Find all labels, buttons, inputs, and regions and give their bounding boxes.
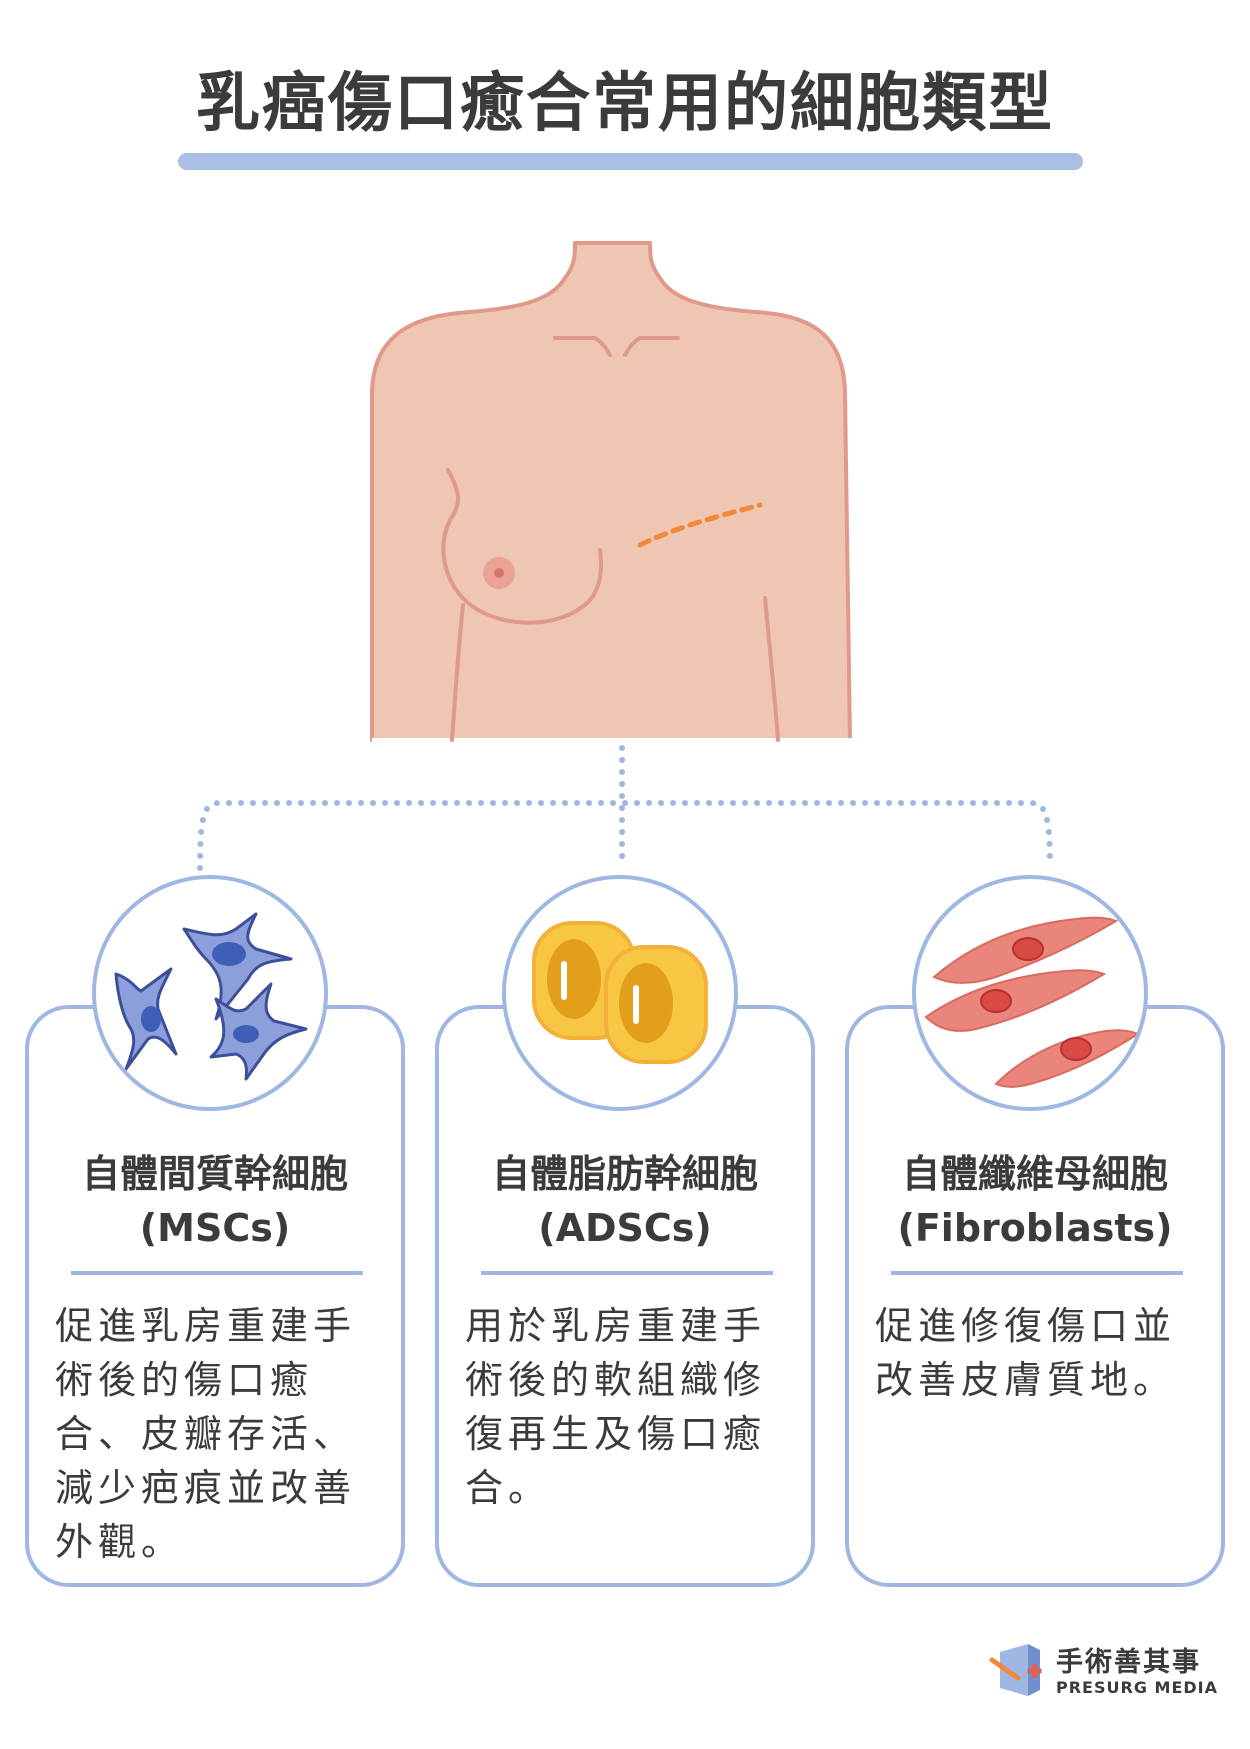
card-title-line1: 自體脂肪幹細胞: [491, 1152, 758, 1196]
logo-chinese-name: 手術善其事: [1056, 1647, 1201, 1678]
card-title-line2: (ADSCs): [538, 1206, 712, 1250]
card-mscs: 自體間質幹細胞 (MSCs) 促進乳房重建手術後的傷口癒合、皮瓣存活、減少疤痕並…: [25, 1005, 405, 1587]
presurg-logo-icon: [989, 1644, 1042, 1696]
presurg-media-logo: 手術善其事 PRESURG MEDIA: [988, 1640, 1228, 1702]
arm-line-left: [450, 603, 465, 742]
card-title-line2: (MSCs): [139, 1206, 291, 1250]
adipose-stem-cells-icon: [502, 875, 738, 1111]
nipple: [494, 568, 504, 578]
card-description: 促進修復傷口並改善皮膚質地。: [875, 1304, 1177, 1402]
card-title-line1: 自體間質幹細胞: [81, 1152, 348, 1196]
card-description: 用於乳房重建手術後的軟組織修復再生及傷口癒合。: [465, 1304, 767, 1510]
clavicle-left: [553, 336, 612, 357]
card-divider: [481, 1271, 773, 1275]
torso-body: [370, 241, 852, 742]
logo-english-name: PRESURG MEDIA: [1056, 1678, 1218, 1697]
incision-line: [637, 502, 763, 548]
card-fibroblasts: 自體纖維母細胞 (Fibroblasts) 促進修復傷口並改善皮膚質地。: [845, 1005, 1225, 1587]
card-title-line1: 自體纖維母細胞: [901, 1152, 1168, 1196]
card-title: 自體纖維母細胞 (Fibroblasts): [849, 1147, 1221, 1255]
fibroblasts-icon: [912, 875, 1148, 1111]
breast: [441, 468, 604, 625]
card-description: 促進乳房重建手術後的傷口癒合、皮瓣存活、減少疤痕並改善外觀。: [55, 1304, 357, 1564]
card-divider: [891, 1271, 1183, 1275]
connector-lines: [197, 745, 1053, 871]
card-title-line2: (Fibroblasts): [897, 1206, 1173, 1250]
page-title: 乳癌傷口癒合常用的細胞類型: [196, 67, 1054, 141]
clavicle-right: [623, 336, 680, 357]
card-title: 自體間質幹細胞 (MSCs): [29, 1147, 401, 1255]
arm-line-right: [763, 596, 780, 742]
title-underline: [178, 153, 1083, 170]
card-divider: [71, 1271, 363, 1275]
mesenchymal-stem-cells-icon: [92, 875, 328, 1111]
card-title: 自體脂肪幹細胞 (ADSCs): [439, 1147, 811, 1255]
